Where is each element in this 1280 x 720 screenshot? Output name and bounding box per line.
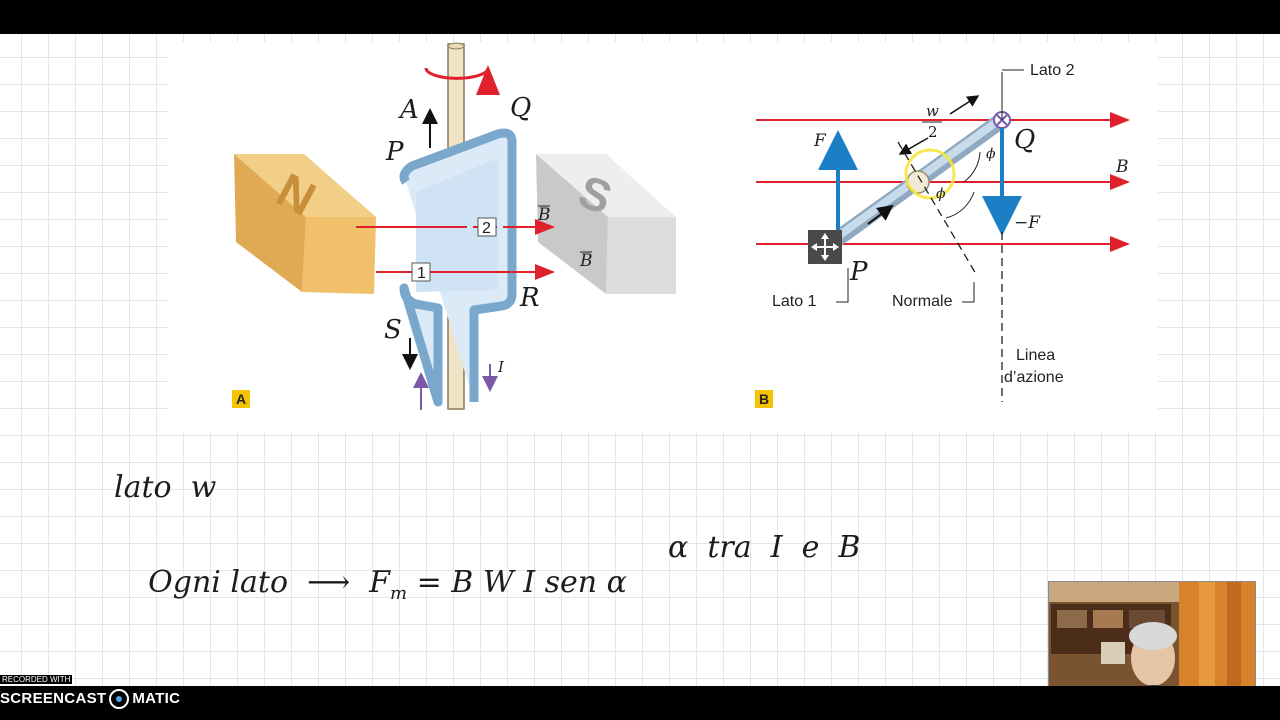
top-black-bar [0,0,1280,34]
note-line-2-part-c: α tra I e B [668,530,861,565]
lato1-label: Lato 1 [772,293,817,310]
current-i-label: I [497,358,505,376]
webcam-overlay [1048,581,1256,701]
south-magnet: S [536,154,676,294]
phi-label-mid: ϕ [936,186,946,202]
whiteboard-canvas[interactable]: N S 2 [0,34,1280,701]
note-2a-text: Ogni lato ⟶ F [148,565,390,600]
w-label: w [926,102,939,120]
segment-2-label: 2 [482,220,491,237]
brand-right-text: MATIC [132,689,181,707]
hand-label-r: R [519,283,540,313]
hand-label-s: S [384,315,402,345]
force-minus-f-label: −F [1014,213,1041,233]
hand-label-q-b: Q [1014,125,1035,155]
note-line-1: lato w [114,470,217,505]
hand-label-p: P [385,137,404,167]
hand-label-a: A [398,95,419,125]
figure-b-badge: B [755,390,773,408]
azione-label: d’azione [1004,369,1064,386]
segment-1-label: 1 [417,265,426,282]
linea-label: Linea [1016,347,1055,364]
lato2-label: Lato 2 [1030,62,1075,79]
move-cursor-icon[interactable] [808,230,842,264]
force-f-label: F [813,131,827,151]
bottom-black-bar [0,686,1280,720]
note-2a-subscript: m [389,583,408,604]
figure-drawing: N S 2 [234,42,1130,410]
field-b-label: B [1115,157,1129,177]
brand-left-text: SCREENCAST [0,689,107,707]
two-label: 2 [928,123,938,141]
textbook-figure: N S 2 [168,42,1158,432]
note-2b-text: = B W I sen α [407,565,627,600]
screencast-brand: SCREENCAST MATIC [0,689,180,709]
north-magnet: N [234,154,376,294]
recorded-with-text: RECORDED WITH [0,675,73,684]
b-vector-label-top: B [537,205,551,225]
screencast-logo-icon [109,689,130,709]
hand-label-q: Q [510,93,531,123]
webcam-image [1049,582,1255,700]
b-vector-label-bottom: B [579,251,593,271]
hand-label-p-b: P [849,257,868,287]
note-line-2-part-a: Ogni lato ⟶ Fm = B W I sen α [110,530,627,639]
phi-label-top: ϕ [986,146,996,162]
figure-a-badge: A [232,390,250,408]
normale-label: Normale [892,293,953,310]
